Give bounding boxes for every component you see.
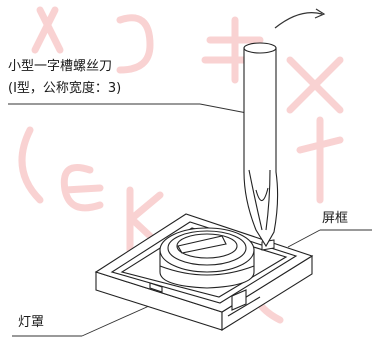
screen-frame-label: 屏框 <box>322 211 349 226</box>
screwdriver-icon <box>243 42 279 248</box>
leader-lines <box>8 103 372 337</box>
lamp-shade-label: 灯罩 <box>18 315 45 330</box>
screwdriver-spec-label: (I型，公称宽度：3) <box>8 81 122 96</box>
lens-ring <box>159 227 255 289</box>
rotation-arrow-icon <box>274 8 326 29</box>
screwdriver-label: 小型一字槽螺丝刀 <box>8 59 113 74</box>
